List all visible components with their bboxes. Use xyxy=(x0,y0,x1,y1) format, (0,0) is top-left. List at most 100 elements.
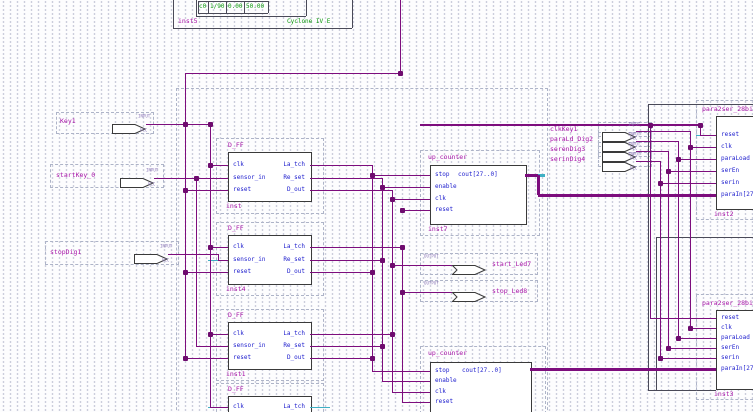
wire[interactable] xyxy=(218,260,228,261)
wire[interactable] xyxy=(392,190,393,392)
instance-label-inst2[interactable]: inst2 xyxy=(714,210,734,218)
wire[interactable] xyxy=(310,190,392,191)
wire[interactable] xyxy=(382,178,383,381)
wire[interactable] xyxy=(636,131,690,132)
instance-label-inst3[interactable]: inst3 xyxy=(714,390,734,398)
wire[interactable] xyxy=(210,334,228,335)
input-pin-serenDig3[interactable] xyxy=(602,147,637,162)
block-uc1[interactable] xyxy=(430,165,527,225)
wire[interactable] xyxy=(400,0,401,73)
block-dff2[interactable] xyxy=(228,235,312,285)
port-Re_set: Re_set xyxy=(283,174,305,181)
instance-label-inst4[interactable]: inst4 xyxy=(226,285,246,293)
block-header-uc2: up_counter xyxy=(428,349,468,357)
wire[interactable] xyxy=(185,73,186,360)
wire[interactable] xyxy=(668,171,716,172)
wire[interactable] xyxy=(146,124,210,125)
wire[interactable] xyxy=(538,194,716,197)
wire[interactable] xyxy=(700,125,701,135)
input-pin-serinDig4[interactable] xyxy=(602,157,637,172)
port-stop: stop xyxy=(435,171,450,178)
wire[interactable] xyxy=(310,165,372,166)
wire[interactable] xyxy=(537,175,540,195)
block-uc2[interactable] xyxy=(430,362,532,412)
wire[interactable] xyxy=(185,272,228,273)
wire[interactable] xyxy=(210,407,228,408)
wire[interactable] xyxy=(402,402,430,403)
wire[interactable] xyxy=(650,318,716,319)
wire[interactable] xyxy=(700,135,716,136)
wire[interactable] xyxy=(310,358,372,359)
wire[interactable] xyxy=(154,178,228,179)
pin-type-caption: INPUT xyxy=(138,115,151,120)
block-ps1[interactable] xyxy=(716,116,753,210)
port-paraIn[27..0]: paraIn[27..0] xyxy=(721,365,753,372)
wire[interactable] xyxy=(660,183,716,184)
block-dff4[interactable] xyxy=(228,396,312,412)
wire[interactable] xyxy=(690,131,691,328)
wire[interactable] xyxy=(218,254,219,260)
wire[interactable] xyxy=(168,254,218,255)
wire[interactable] xyxy=(690,147,716,148)
junction-dot xyxy=(400,208,405,213)
wire[interactable] xyxy=(382,381,430,382)
instance-label-inst1[interactable]: inst1 xyxy=(226,370,246,378)
pll-block-border xyxy=(208,1,209,13)
input-pin-stopDig1[interactable] xyxy=(134,249,169,264)
wire[interactable] xyxy=(310,260,382,261)
input-pin-clkKey1[interactable] xyxy=(602,127,637,142)
wire[interactable] xyxy=(372,165,373,371)
input-pin-startKey_0[interactable] xyxy=(120,173,155,188)
wire[interactable] xyxy=(392,265,452,266)
wire[interactable] xyxy=(392,392,430,393)
wire[interactable] xyxy=(660,161,661,358)
wire[interactable] xyxy=(210,247,228,248)
pll-block-border xyxy=(352,0,353,28)
wire[interactable] xyxy=(210,165,228,166)
wire[interactable] xyxy=(678,141,679,338)
wire[interactable] xyxy=(678,159,716,160)
pin-label-serenDig3: serenDig3 xyxy=(550,145,586,153)
wire[interactable] xyxy=(660,358,716,359)
wire[interactable] xyxy=(210,124,211,407)
wire[interactable] xyxy=(420,124,700,126)
wire[interactable] xyxy=(392,199,430,200)
wire[interactable] xyxy=(678,338,716,339)
wire[interactable] xyxy=(196,346,228,347)
instance-label-inst7[interactable]: inst7 xyxy=(428,225,448,233)
block-ps2[interactable] xyxy=(716,310,753,390)
pll-instance-label[interactable]: inst5 xyxy=(178,17,198,25)
output-pin-start_Led7[interactable] xyxy=(451,260,487,275)
wire[interactable] xyxy=(690,328,716,329)
wire[interactable] xyxy=(185,358,228,359)
wire[interactable] xyxy=(310,334,392,335)
wire[interactable] xyxy=(530,368,716,371)
wire[interactable] xyxy=(372,371,430,372)
wire[interactable] xyxy=(310,178,382,179)
wire[interactable] xyxy=(196,178,197,346)
wire[interactable] xyxy=(372,175,430,176)
block-header-ps1: para2ser_28bit xyxy=(702,105,753,113)
wire[interactable] xyxy=(402,247,403,402)
wire[interactable] xyxy=(310,346,382,347)
output-pin-stop_Led8[interactable] xyxy=(451,287,487,302)
wire[interactable] xyxy=(636,151,668,152)
wire[interactable] xyxy=(185,73,400,74)
wire[interactable] xyxy=(668,151,669,348)
instance-label-inst[interactable]: inst xyxy=(226,202,242,210)
block-dff1[interactable] xyxy=(228,152,312,202)
input-pin-paraLd_Dig2[interactable] xyxy=(602,137,637,152)
wire[interactable] xyxy=(650,125,651,318)
wire[interactable] xyxy=(310,272,372,273)
wire[interactable] xyxy=(402,292,452,293)
wire[interactable] xyxy=(310,247,402,248)
junction-dot xyxy=(208,245,213,250)
wire[interactable] xyxy=(525,174,538,177)
wire[interactable] xyxy=(382,187,430,188)
wire[interactable] xyxy=(636,141,678,142)
wire[interactable] xyxy=(668,348,716,349)
wire[interactable] xyxy=(402,210,430,211)
input-pin-Key1[interactable] xyxy=(112,119,147,134)
wire[interactable] xyxy=(636,161,660,162)
wire[interactable] xyxy=(185,190,228,191)
